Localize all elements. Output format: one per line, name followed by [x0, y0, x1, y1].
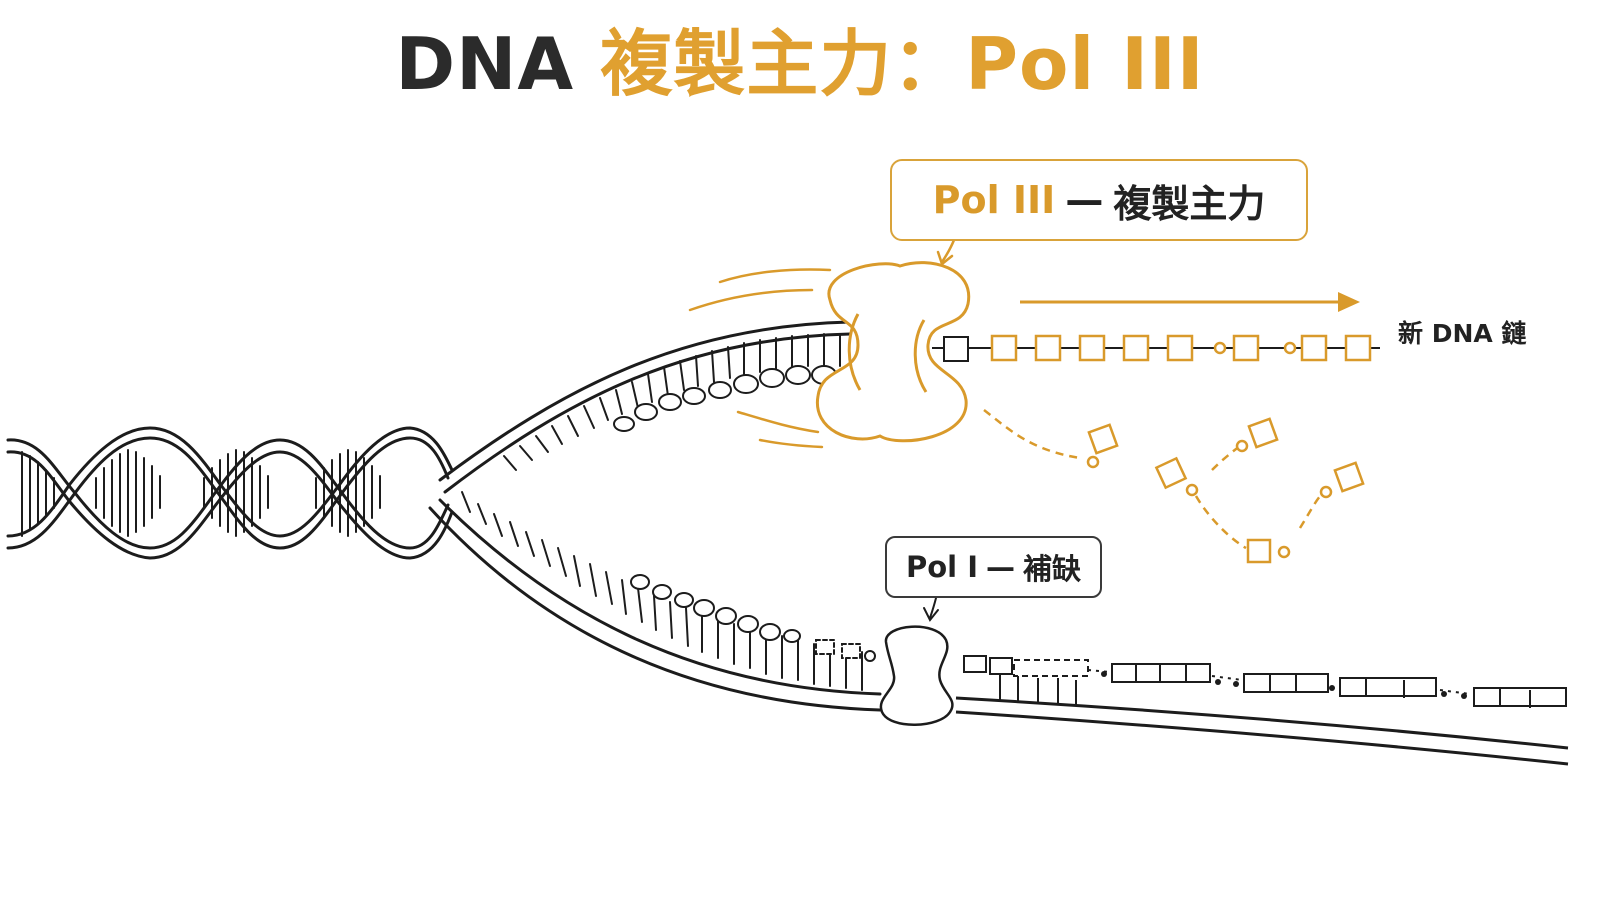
pol-i-enzyme	[879, 625, 954, 726]
double-helix	[6, 426, 454, 560]
free-nucleotides	[983, 409, 1365, 564]
pol-iii-callout: Pol III — 複製主力	[890, 159, 1308, 241]
helix-rungs	[21, 449, 381, 537]
pol-i-pointer	[923, 597, 939, 622]
title-prefix: DNA	[395, 22, 575, 106]
pol-i-separator: —	[986, 550, 1015, 584]
pol-iii-description: 複製主力	[1113, 181, 1266, 226]
new-strand-label: 新 DNA 鏈	[1398, 319, 1527, 348]
pol-iii-pointer	[936, 238, 956, 267]
helix-backbone-b	[6, 426, 454, 550]
paired-nucleotides-lower	[630, 574, 876, 662]
pol-iii-separator: —	[1065, 178, 1104, 222]
synthesis-direction-arrow	[1020, 292, 1360, 312]
page-title: DNA 複製主力：Pol III	[0, 22, 1600, 106]
pol-iii-enzyme	[688, 261, 971, 449]
new-dna-strand	[932, 334, 1380, 362]
lower-template-strand	[428, 491, 882, 712]
pol-i-callout: Pol I — 補缺	[885, 536, 1102, 598]
pol-iii-name: Pol III	[932, 178, 1056, 222]
helix-backbone-a	[6, 438, 454, 560]
okazaki-fragments	[955, 655, 1569, 766]
title-highlight: 複製主力：Pol III	[600, 22, 1205, 106]
pol-i-name: Pol I	[905, 550, 978, 584]
pol-i-description: 補缺	[1023, 552, 1082, 586]
motion-lines	[688, 268, 832, 449]
upper-template-strand	[438, 320, 857, 494]
